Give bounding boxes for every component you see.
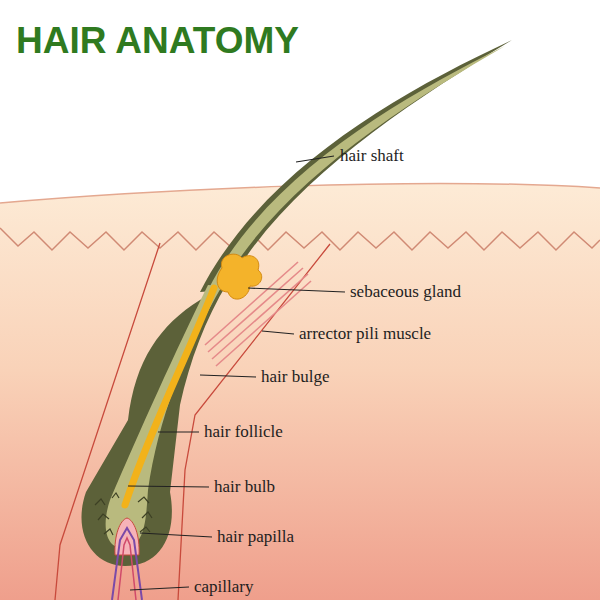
part-label: sebaceous gland <box>350 282 461 302</box>
part-label: hair shaft <box>340 146 404 166</box>
skin-layer <box>0 183 600 600</box>
part-label: hair follicle <box>204 422 283 442</box>
part-label: arrector pili muscle <box>299 324 431 344</box>
hair-shaft-inner <box>208 46 505 290</box>
part-label: hair papilla <box>217 527 294 547</box>
part-label: capillary <box>194 577 253 597</box>
hair-core <box>125 288 214 505</box>
epidermis-line <box>0 228 600 250</box>
part-label: hair bulge <box>261 367 329 387</box>
arrector-pili-muscle <box>205 262 311 366</box>
title: HAIR ANATOMY <box>16 20 299 62</box>
hair-root <box>106 285 222 548</box>
dermis-outline <box>178 244 330 600</box>
capillary <box>118 538 136 600</box>
hair-shaft <box>200 40 512 292</box>
part-label: hair bulb <box>214 477 275 497</box>
leader-line <box>128 156 345 590</box>
sebaceous-gland <box>217 254 262 299</box>
